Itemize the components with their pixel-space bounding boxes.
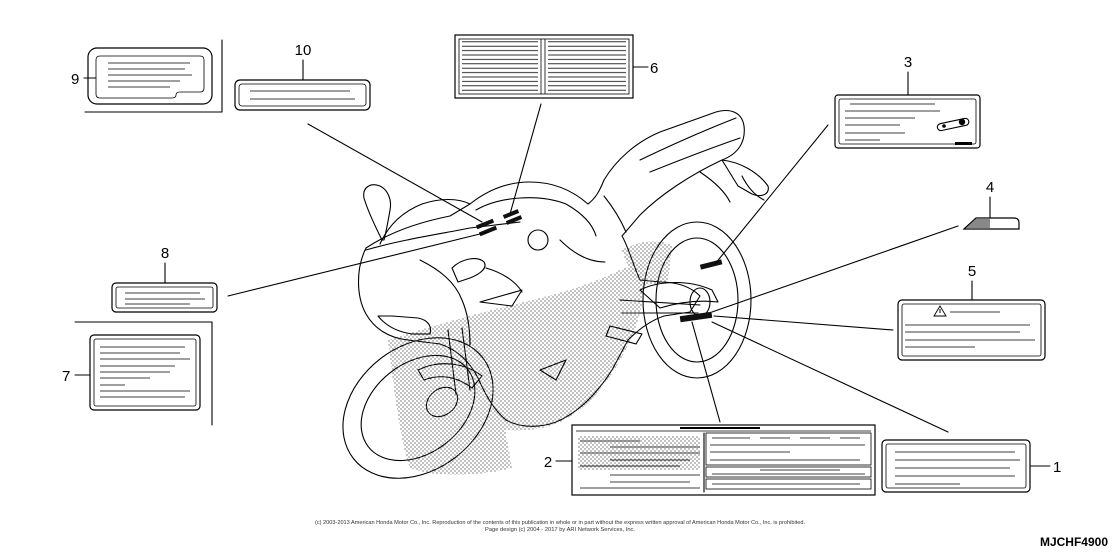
brake-lever [485, 267, 523, 293]
page-design-notice: Page design (c) 2004 - 2017 by ARI Netwo… [485, 527, 635, 533]
headlight [377, 315, 432, 335]
handlebar-grip [451, 258, 486, 283]
leader-line-4 [711, 225, 959, 313]
callout-number-6: 6 [650, 60, 658, 77]
label-2-decal: 2 [544, 424, 876, 496]
leader-line-6 [509, 103, 542, 215]
rear-hugger [721, 159, 769, 197]
label-3-decal: 3 [834, 54, 981, 149]
seat-lines [603, 117, 741, 233]
label-7-decal: 7 [62, 321, 213, 426]
leader-line-3 [714, 124, 829, 265]
mirror [363, 184, 392, 241]
tail-bracket [699, 171, 765, 203]
callout-number-2: 2 [544, 454, 552, 471]
label-10-decal: 10 [234, 42, 371, 111]
diagram-code: MJCHF4900 [1040, 535, 1108, 549]
leader-line-8 [227, 231, 489, 297]
label-9-decal: 9 [71, 39, 223, 113]
rear-wheel [642, 221, 752, 379]
callout-number-3: 3 [904, 54, 912, 71]
label-8-decal: 8 [111, 245, 218, 313]
fuel-tank-outline [475, 197, 606, 263]
callout-number-9: 9 [71, 71, 79, 88]
leader-line-10 [307, 123, 483, 223]
callout-number-10: 10 [295, 42, 312, 59]
label-4-decal: 4 [962, 179, 1020, 230]
copyright-notice: (c) 2003-2013 American Honda Motor Co., … [315, 520, 805, 526]
motorcycle-illustration [342, 109, 769, 479]
leader-line-5 [713, 315, 894, 331]
cowl-vent [479, 289, 523, 307]
side-cowl-line [419, 259, 471, 346]
callout-number-7: 7 [62, 368, 70, 385]
label-5-decal: 5 [897, 263, 1046, 361]
windshield [379, 198, 471, 245]
tool-icon [936, 117, 970, 132]
upper-cowl-line [365, 221, 521, 251]
callout-number-4: 4 [986, 179, 994, 196]
callout-number-5: 5 [968, 263, 976, 280]
rear-stipple-shading [622, 241, 672, 286]
label-1-decal: 1 [881, 439, 1061, 493]
rear-footpeg [605, 325, 643, 345]
fairing-stipple-shading [388, 262, 645, 475]
lower-fairing-vent [539, 359, 567, 381]
leader-line-1 [711, 321, 949, 433]
tank-side-cover [527, 229, 549, 251]
callout-number-1: 1 [1053, 459, 1061, 476]
callout-number-8: 8 [161, 245, 169, 262]
leader-line-2 [691, 321, 721, 423]
warning-triangle-icon [933, 305, 947, 317]
label-6-decal: 6 [454, 34, 658, 99]
leader-lines [227, 103, 959, 433]
exhaust [639, 282, 719, 309]
